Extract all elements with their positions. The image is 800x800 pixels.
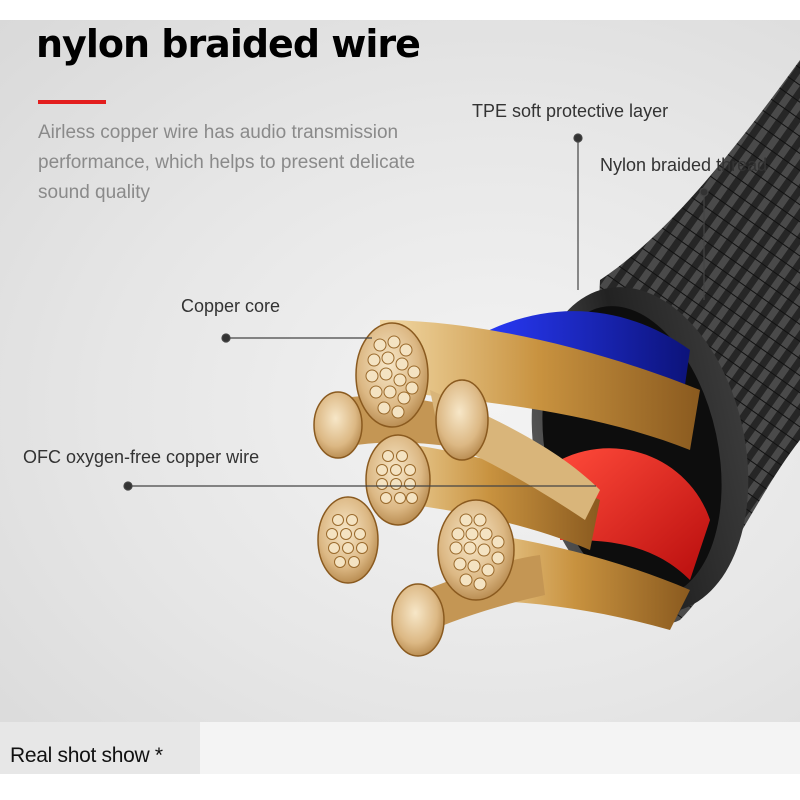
page-title: nylon braided wire <box>36 22 421 66</box>
description-line: sound quality <box>38 182 150 203</box>
description-line: performance, which helps to present deli… <box>38 152 416 173</box>
footer-label-tab: Real shot show * <box>0 722 200 774</box>
callout-nylon-thread: Nylon braided thread <box>600 155 768 175</box>
copper-strands-top <box>380 320 700 450</box>
copper-strands-lower <box>460 530 690 630</box>
footer-label: Real shot show * <box>10 744 163 767</box>
callout-ofc-wire: OFC oxygen-free copper wire <box>23 447 260 467</box>
product-description: Airless copper wire has audio transmissi… <box>38 118 468 208</box>
cable-photo <box>0 20 800 722</box>
description-line: Airless copper wire has audio transmissi… <box>38 122 399 143</box>
footer-strip <box>200 722 800 774</box>
callout-copper-core: Copper core <box>181 296 281 316</box>
footer: Real shot show * <box>0 722 800 800</box>
red-insulation <box>560 448 710 580</box>
title-accent-bar <box>38 100 106 104</box>
cable-illustration <box>123 60 800 657</box>
callout-tpe-layer: TPE soft protective layer <box>472 101 669 121</box>
copper-strands-middle <box>380 440 600 550</box>
